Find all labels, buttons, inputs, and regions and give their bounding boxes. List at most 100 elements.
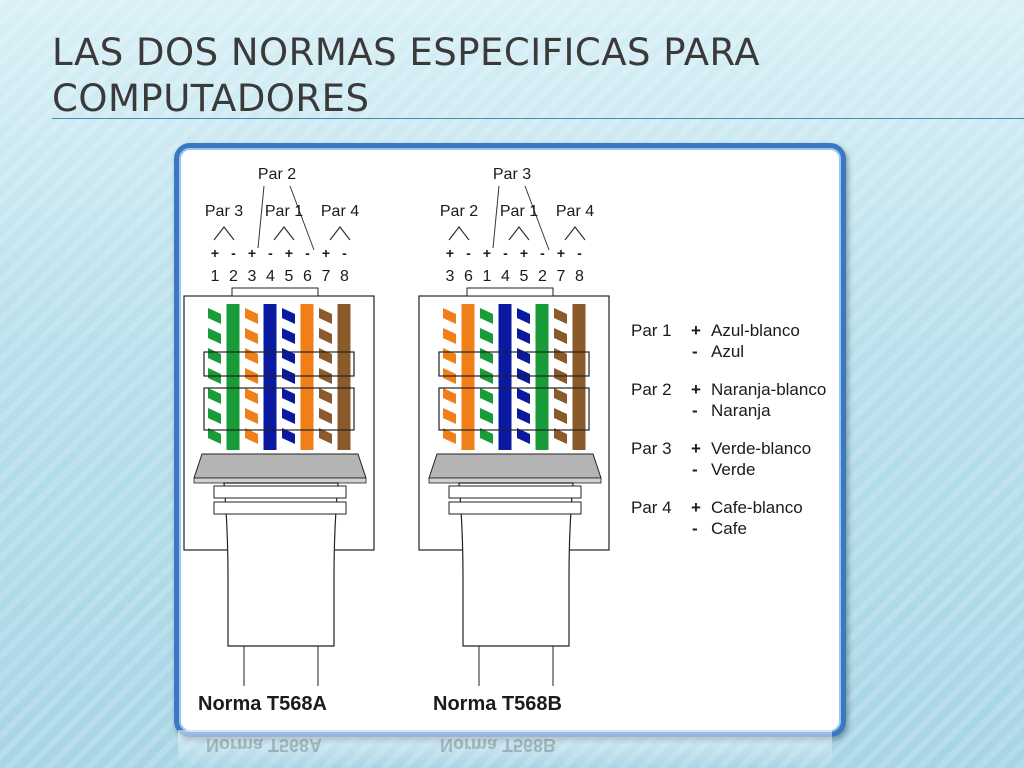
boot-rib: [448, 485, 582, 499]
pair-caret: [508, 226, 530, 241]
wire-brown: [337, 304, 351, 450]
legend-plus-color: Azul-blanco: [711, 321, 800, 340]
title-underline: [52, 118, 1024, 119]
pin-number: 7: [557, 268, 566, 285]
wire-stripe-segment: [480, 308, 493, 324]
pin-polarity: +: [446, 245, 454, 261]
pair-caret: [213, 226, 235, 241]
wire-stripe-segment: [319, 328, 332, 344]
retention-frame: [203, 351, 355, 377]
pin-number: 1: [211, 268, 220, 285]
retention-frame: [438, 387, 590, 431]
pair-top-line-right: [289, 185, 315, 251]
legend-minus-sign: -: [692, 460, 698, 479]
pin-number: 8: [575, 268, 584, 285]
pin-polarity: +: [322, 245, 330, 261]
pin-polarity: -: [540, 245, 545, 261]
wire-stripe-segment: [282, 328, 295, 344]
pin-polarity: -: [342, 245, 347, 261]
boot-rib: [213, 501, 347, 515]
legend-plus-sign: +: [691, 321, 701, 340]
wire-stripe-segment: [517, 308, 530, 324]
legend-minus-color: Cafe: [711, 519, 747, 538]
wire-stripe-segment: [554, 388, 567, 404]
wire-stripe-segment: [480, 428, 493, 444]
wire-stripe-segment: [443, 388, 456, 404]
crimp-base: [193, 477, 367, 484]
boot-rib: [448, 501, 582, 515]
panel-reflection: Norma T568A Norma T568B: [178, 730, 832, 768]
legend-plus-sign: +: [691, 498, 701, 517]
legend-plus-color: Cafe-blanco: [711, 498, 803, 517]
retention-frame: [203, 387, 355, 431]
pair-label: Par 1: [265, 203, 303, 220]
wire-stripe-segment: [517, 408, 530, 424]
legend-plus-color: Verde-blanco: [711, 439, 811, 458]
legend-minus-color: Azul: [711, 342, 744, 361]
pair-label: Par 4: [556, 203, 594, 220]
wire-stripe-segment: [480, 328, 493, 344]
wire-blue: [498, 304, 512, 450]
legend-pair: Par 3: [631, 439, 672, 458]
crimp-bar: [193, 453, 367, 479]
pin-polarity: +: [211, 245, 219, 261]
wire-stripe-segment: [208, 328, 221, 344]
pin-number: 3: [248, 268, 257, 285]
wire-green: [226, 304, 240, 450]
pin-number: 2: [538, 268, 547, 285]
wire-brown: [572, 304, 586, 450]
pair-label: Par 2: [440, 203, 478, 220]
legend-pair: Par 4: [631, 498, 672, 517]
wire-green: [535, 304, 549, 450]
pin-number: 7: [322, 268, 331, 285]
wire-stripe-segment: [554, 428, 567, 444]
pair-caret: [448, 226, 470, 241]
wire-stripe-segment: [554, 408, 567, 424]
connector-caption: Norma T568B: [433, 693, 562, 715]
pair-top-line-left: [492, 185, 500, 249]
pin-number: 8: [340, 268, 349, 285]
legend-plus-color: Naranja-blanco: [711, 380, 826, 399]
wire-stripe-segment: [443, 408, 456, 424]
pair-label: Par 3: [205, 203, 243, 220]
connector-latch: [466, 287, 554, 297]
pin-polarity: -: [305, 245, 310, 261]
wire-stripe-segment: [480, 388, 493, 404]
wire-stripe-segment: [282, 388, 295, 404]
wire-stripe-segment: [480, 408, 493, 424]
wire-stripe-segment: [245, 388, 258, 404]
pin-polarity: -: [268, 245, 273, 261]
pin-number: 6: [303, 268, 312, 285]
wire-stripe-segment: [245, 428, 258, 444]
slide-title: LAS DOS NORMAS ESPECIFICAS PARA COMPUTAD…: [52, 31, 761, 120]
wire-stripe-segment: [208, 388, 221, 404]
wire-stripe-segment: [208, 428, 221, 444]
pair-label-top: Par 3: [493, 166, 531, 183]
connector-latch: [231, 287, 319, 297]
pin-polarity: +: [520, 245, 528, 261]
wire-stripe-segment: [245, 328, 258, 344]
pin-polarity: -: [231, 245, 236, 261]
legend-minus-color: Naranja: [711, 401, 771, 420]
wire-stripe-segment: [208, 308, 221, 324]
crimp-bar: [428, 453, 602, 479]
pin-polarity: +: [248, 245, 256, 261]
pin-number: 4: [501, 268, 510, 285]
wire-stripe-segment: [282, 308, 295, 324]
pin-polarity: +: [483, 245, 491, 261]
wire-orange: [461, 304, 475, 450]
pin-polarity: -: [577, 245, 582, 261]
pin-number: 3: [446, 268, 455, 285]
pin-polarity: +: [285, 245, 293, 261]
pin-number: 6: [464, 268, 473, 285]
pair-caret: [273, 226, 295, 241]
wire-stripe-segment: [245, 308, 258, 324]
pin-number: 1: [483, 268, 492, 285]
legend-minus-sign: -: [692, 342, 698, 361]
pin-polarity: -: [503, 245, 508, 261]
wire-stripe-segment: [443, 328, 456, 344]
